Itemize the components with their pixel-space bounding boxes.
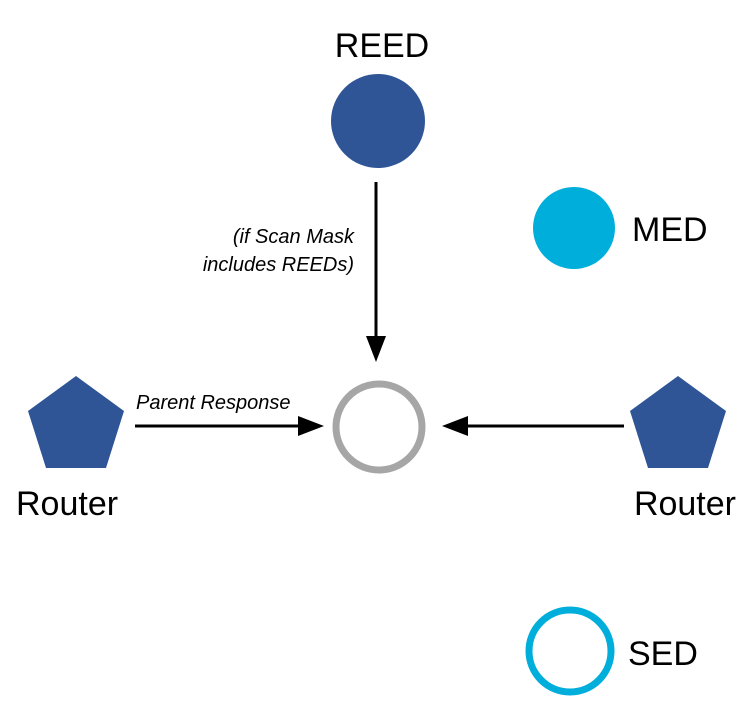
router-left-node[interactable]: [28, 376, 124, 468]
router-right-label: Router: [634, 485, 736, 523]
reed-node[interactable]: [331, 74, 425, 168]
router-right-node[interactable]: [630, 376, 726, 468]
router-left-label: Router: [16, 485, 118, 523]
edge-router-left-to-center-label: Parent Response: [136, 392, 291, 414]
med-label: MED: [632, 211, 708, 249]
edge-router-left-to-center[interactable]: Parent Response: [135, 392, 324, 436]
med-node[interactable]: [533, 187, 615, 269]
sed-label: SED: [628, 635, 698, 673]
edge-router-left-to-center-arrowhead: [298, 416, 324, 436]
edge-reed-to-center[interactable]: (if Scan Mask includes REEDs): [203, 182, 386, 362]
edge-reed-to-center-label-line1: (if Scan Mask: [233, 226, 355, 248]
edge-router-right-to-center-arrowhead: [442, 416, 468, 436]
reed-label: REED: [335, 27, 429, 65]
center-node[interactable]: [332, 380, 426, 474]
edge-router-right-to-center[interactable]: [442, 416, 624, 436]
edge-reed-to-center-label-line2: includes REEDs): [203, 254, 354, 276]
sed-node[interactable]: [525, 606, 615, 696]
edge-reed-to-center-arrowhead: [366, 336, 386, 362]
